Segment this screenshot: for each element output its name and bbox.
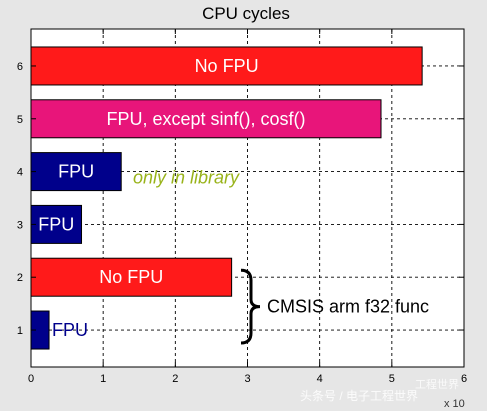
bar: [30, 46, 423, 86]
x-tick-label: 6: [461, 373, 467, 385]
annotation-label: CMSIS arm f32 func: [267, 297, 429, 317]
bar-label: No FPU: [99, 267, 163, 287]
y-tick-label: 3: [17, 219, 23, 231]
x-tick-label: 0: [28, 373, 34, 385]
chart-title: CPU cycles: [202, 4, 290, 23]
bar-label: FPU, except sinf(), cosf(): [106, 109, 305, 129]
y-tick-label: 1: [17, 325, 23, 337]
brace: [240, 268, 261, 345]
bar-label: FPU: [38, 214, 74, 234]
bar-label: FPU: [52, 320, 88, 340]
x-tick-label: 1: [100, 373, 106, 385]
bar-label: No FPU: [195, 56, 259, 76]
watermark-text: 头条号 / 电子工程世界: [300, 388, 418, 403]
y-tick-label: 4: [17, 167, 23, 179]
bar-label: FPU: [58, 162, 94, 182]
bar: [30, 152, 122, 192]
x-tick-label: 3: [244, 373, 250, 385]
x-axis: 0 1 2 3 4 5 6: [28, 29, 467, 385]
x-tick-label: 5: [389, 373, 395, 385]
y-tick-label: 6: [17, 61, 23, 73]
x-tick-label: 2: [172, 373, 178, 385]
watermark-brand: 工程世界: [415, 378, 459, 391]
y-tick-label: 5: [17, 114, 23, 126]
bar: [30, 99, 382, 139]
bar-group: FPU No FPU FPU FPU FPU, except sinf(), cosf(…: [30, 46, 423, 350]
x-exponent-label: x 10: [444, 398, 465, 410]
annotation-label: only in library: [133, 168, 240, 188]
y-tick-label: 2: [17, 272, 23, 284]
y-axis: 1 2 3 4 5 6: [17, 61, 464, 337]
x-tick-label: 4: [317, 373, 323, 385]
